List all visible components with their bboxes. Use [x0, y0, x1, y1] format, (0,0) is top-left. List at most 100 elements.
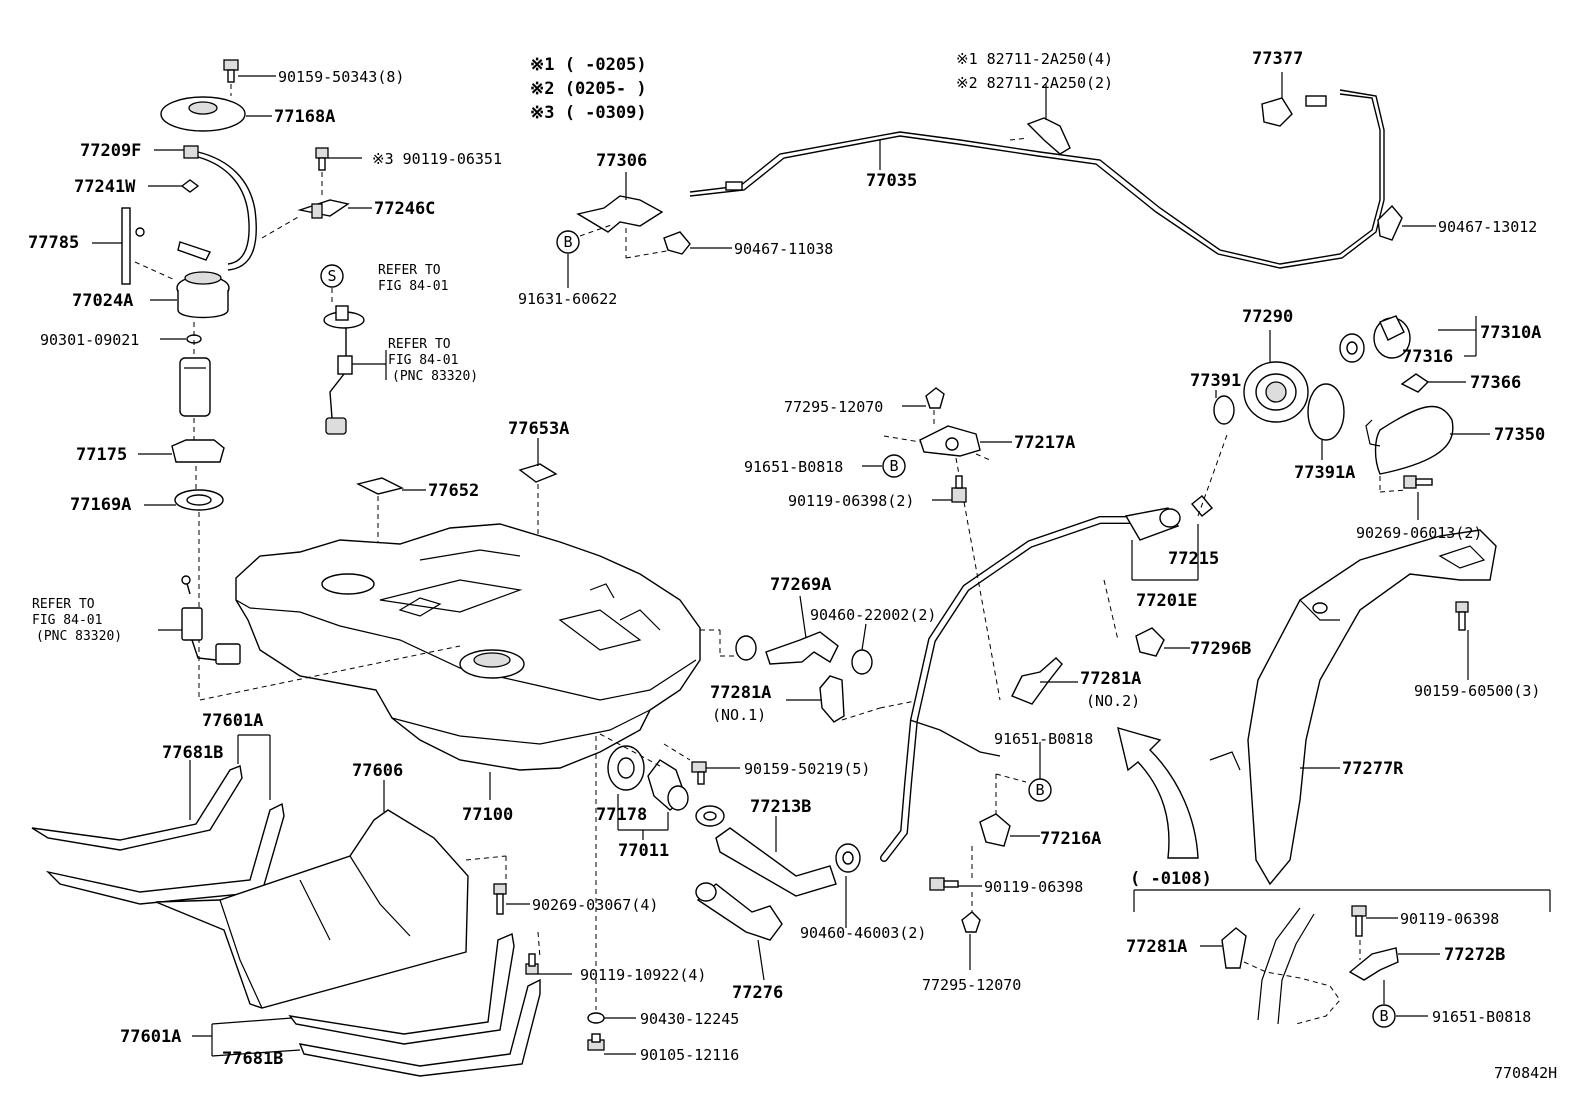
- cap-77310A[interactable]: [1373, 315, 1411, 359]
- label-77281A-inset: 77281A: [1126, 937, 1187, 957]
- clip-90467-11038[interactable]: [663, 231, 691, 255]
- fuel-pump-body[interactable]: [179, 357, 211, 417]
- hose-77269A[interactable]: [765, 631, 839, 665]
- label-77246C: 77246C: [374, 199, 435, 219]
- fuel-pump-assembly: [92, 59, 276, 700]
- label-77391: 77391: [1190, 371, 1241, 391]
- label-77601A-top: 77601A: [202, 711, 263, 731]
- bolt-90269-03067[interactable]: [493, 883, 507, 915]
- protector-77277R[interactable]: [1209, 529, 1497, 886]
- label-77169A: 77169A: [70, 495, 131, 515]
- label-77366: 77366: [1470, 373, 1521, 393]
- clamp-82711-2A250[interactable]: [1026, 117, 1071, 155]
- neck-77290[interactable]: [1243, 361, 1309, 423]
- band-77601A-top[interactable]: [45, 802, 285, 905]
- handle-77377[interactable]: [1261, 95, 1327, 127]
- label-refer-3: REFER TO: [32, 597, 95, 612]
- bolt-90119-10922[interactable]: [525, 953, 539, 975]
- sender-left-unit[interactable]: [181, 575, 241, 665]
- clamp-77296B[interactable]: [1135, 627, 1165, 657]
- bolt-90119-06398-top[interactable]: [951, 475, 967, 503]
- label-77681B-top: 77681B: [162, 743, 223, 763]
- hose-77209F[interactable]: [183, 145, 257, 271]
- cable-77035[interactable]: [689, 89, 1385, 269]
- label-77391A: 77391A: [1294, 463, 1355, 483]
- label-90119-10922: 90119-10922(4): [580, 966, 706, 984]
- filler-pipe-77201E[interactable]: [880, 507, 1181, 862]
- label-77035: 77035: [866, 171, 917, 191]
- clamp-90460-46003-lower[interactable]: [695, 805, 725, 827]
- pad-77653A[interactable]: [518, 463, 558, 483]
- label-77215: 77215: [1168, 549, 1219, 569]
- band-77601A-bottom[interactable]: [288, 933, 515, 1045]
- hose-77276[interactable]: [695, 882, 783, 941]
- label-90119-06398-mid: 90119-06398: [984, 878, 1083, 896]
- label-77290: 77290: [1242, 307, 1293, 327]
- screw-90269-06013[interactable]: [1403, 475, 1433, 489]
- plug-90105-12116[interactable]: [587, 1033, 605, 1051]
- bolt-90159-50343[interactable]: [223, 59, 239, 83]
- circle-b-label-4: B: [1379, 1007, 1388, 1025]
- bracket-77217A[interactable]: [919, 425, 981, 457]
- inset-clamp-77281A[interactable]: [1221, 927, 1247, 969]
- inset-bracket-77272B[interactable]: [1348, 947, 1399, 981]
- gasket-90430-12245[interactable]: [587, 1012, 605, 1024]
- label-77296B: 77296B: [1190, 639, 1251, 659]
- clip-77295-12070-top[interactable]: [925, 387, 945, 409]
- clamp-77281A-no2[interactable]: [1011, 657, 1063, 705]
- clamp-90460-46003[interactable]: [835, 843, 861, 873]
- fuel-sender-gauge: S: [320, 264, 387, 435]
- label-90159-50343: 90159-50343(8): [278, 68, 404, 86]
- label-77306: 77306: [596, 151, 647, 171]
- inset-bolt-90119-06398[interactable]: [1351, 905, 1367, 937]
- cap-77316[interactable]: [1339, 333, 1365, 363]
- gasket-77178[interactable]: [607, 745, 645, 791]
- clamp-77216A[interactable]: [979, 813, 1011, 847]
- filler-pipe-sub-77011[interactable]: [647, 759, 689, 811]
- bolt-90119-06351[interactable]: [315, 147, 329, 171]
- label-82711-2: ※2 82711-2A250(2): [956, 74, 1113, 92]
- filter-77175[interactable]: [171, 439, 225, 463]
- label-77168A: 77168A: [274, 107, 335, 127]
- fuel-tank-77100[interactable]: [235, 523, 701, 771]
- holder-77366[interactable]: [1400, 373, 1430, 393]
- circle-s-label: S: [327, 267, 336, 285]
- lid-77350[interactable]: [1374, 405, 1454, 475]
- bolt-90159-60500[interactable]: [1455, 601, 1469, 631]
- lid-lock-77306[interactable]: [576, 195, 664, 233]
- label-77277R: 77277R: [1342, 759, 1404, 779]
- protector-77606[interactable]: [155, 809, 469, 1009]
- gasket-77169A[interactable]: [174, 489, 224, 511]
- clamp-90460-22002-left[interactable]: [735, 635, 757, 661]
- ring-77391A[interactable]: [1307, 383, 1345, 441]
- label-77606: 77606: [352, 761, 403, 781]
- clip-77241W[interactable]: [180, 179, 200, 193]
- sender-unit[interactable]: [323, 305, 365, 435]
- hose-77213B[interactable]: [715, 827, 837, 897]
- label-refer-3c: (PNC 83320): [36, 629, 122, 644]
- band-77681B-top[interactable]: [31, 765, 243, 851]
- clamp-77281A-no1[interactable]: [819, 675, 845, 723]
- bolt-90159-50219[interactable]: [691, 761, 707, 785]
- label-91651-B0818-top: 91651-B0818: [744, 458, 843, 476]
- clip-77295-12070-bottom[interactable]: [961, 911, 981, 933]
- label-77011: 77011: [618, 841, 669, 861]
- bolt-90119-06398-mid[interactable]: [929, 877, 959, 891]
- label-refer-2c: (PNC 83320): [392, 369, 478, 384]
- gauge-77785[interactable]: [121, 207, 145, 285]
- label-77681B-bottom: 77681B: [222, 1049, 283, 1069]
- clip-90467-13012[interactable]: [1377, 204, 1403, 241]
- label-77241W: 77241W: [74, 177, 136, 197]
- label-77652: 77652: [428, 481, 479, 501]
- clamp-90460-22002-right[interactable]: [851, 649, 873, 675]
- circle-b-marker-4: [1372, 1004, 1396, 1028]
- label-77276: 77276: [732, 983, 783, 1003]
- band-77681B-bottom[interactable]: [298, 978, 541, 1077]
- clamp-77246C[interactable]: [297, 199, 350, 219]
- retainer-77168A[interactable]: [160, 96, 246, 132]
- pump-bracket-77024A[interactable]: [176, 271, 230, 319]
- ring-77391[interactable]: [1213, 395, 1235, 425]
- inset-panel: ( -0108) B: [1130, 869, 1551, 1028]
- pad-77652[interactable]: [355, 477, 405, 495]
